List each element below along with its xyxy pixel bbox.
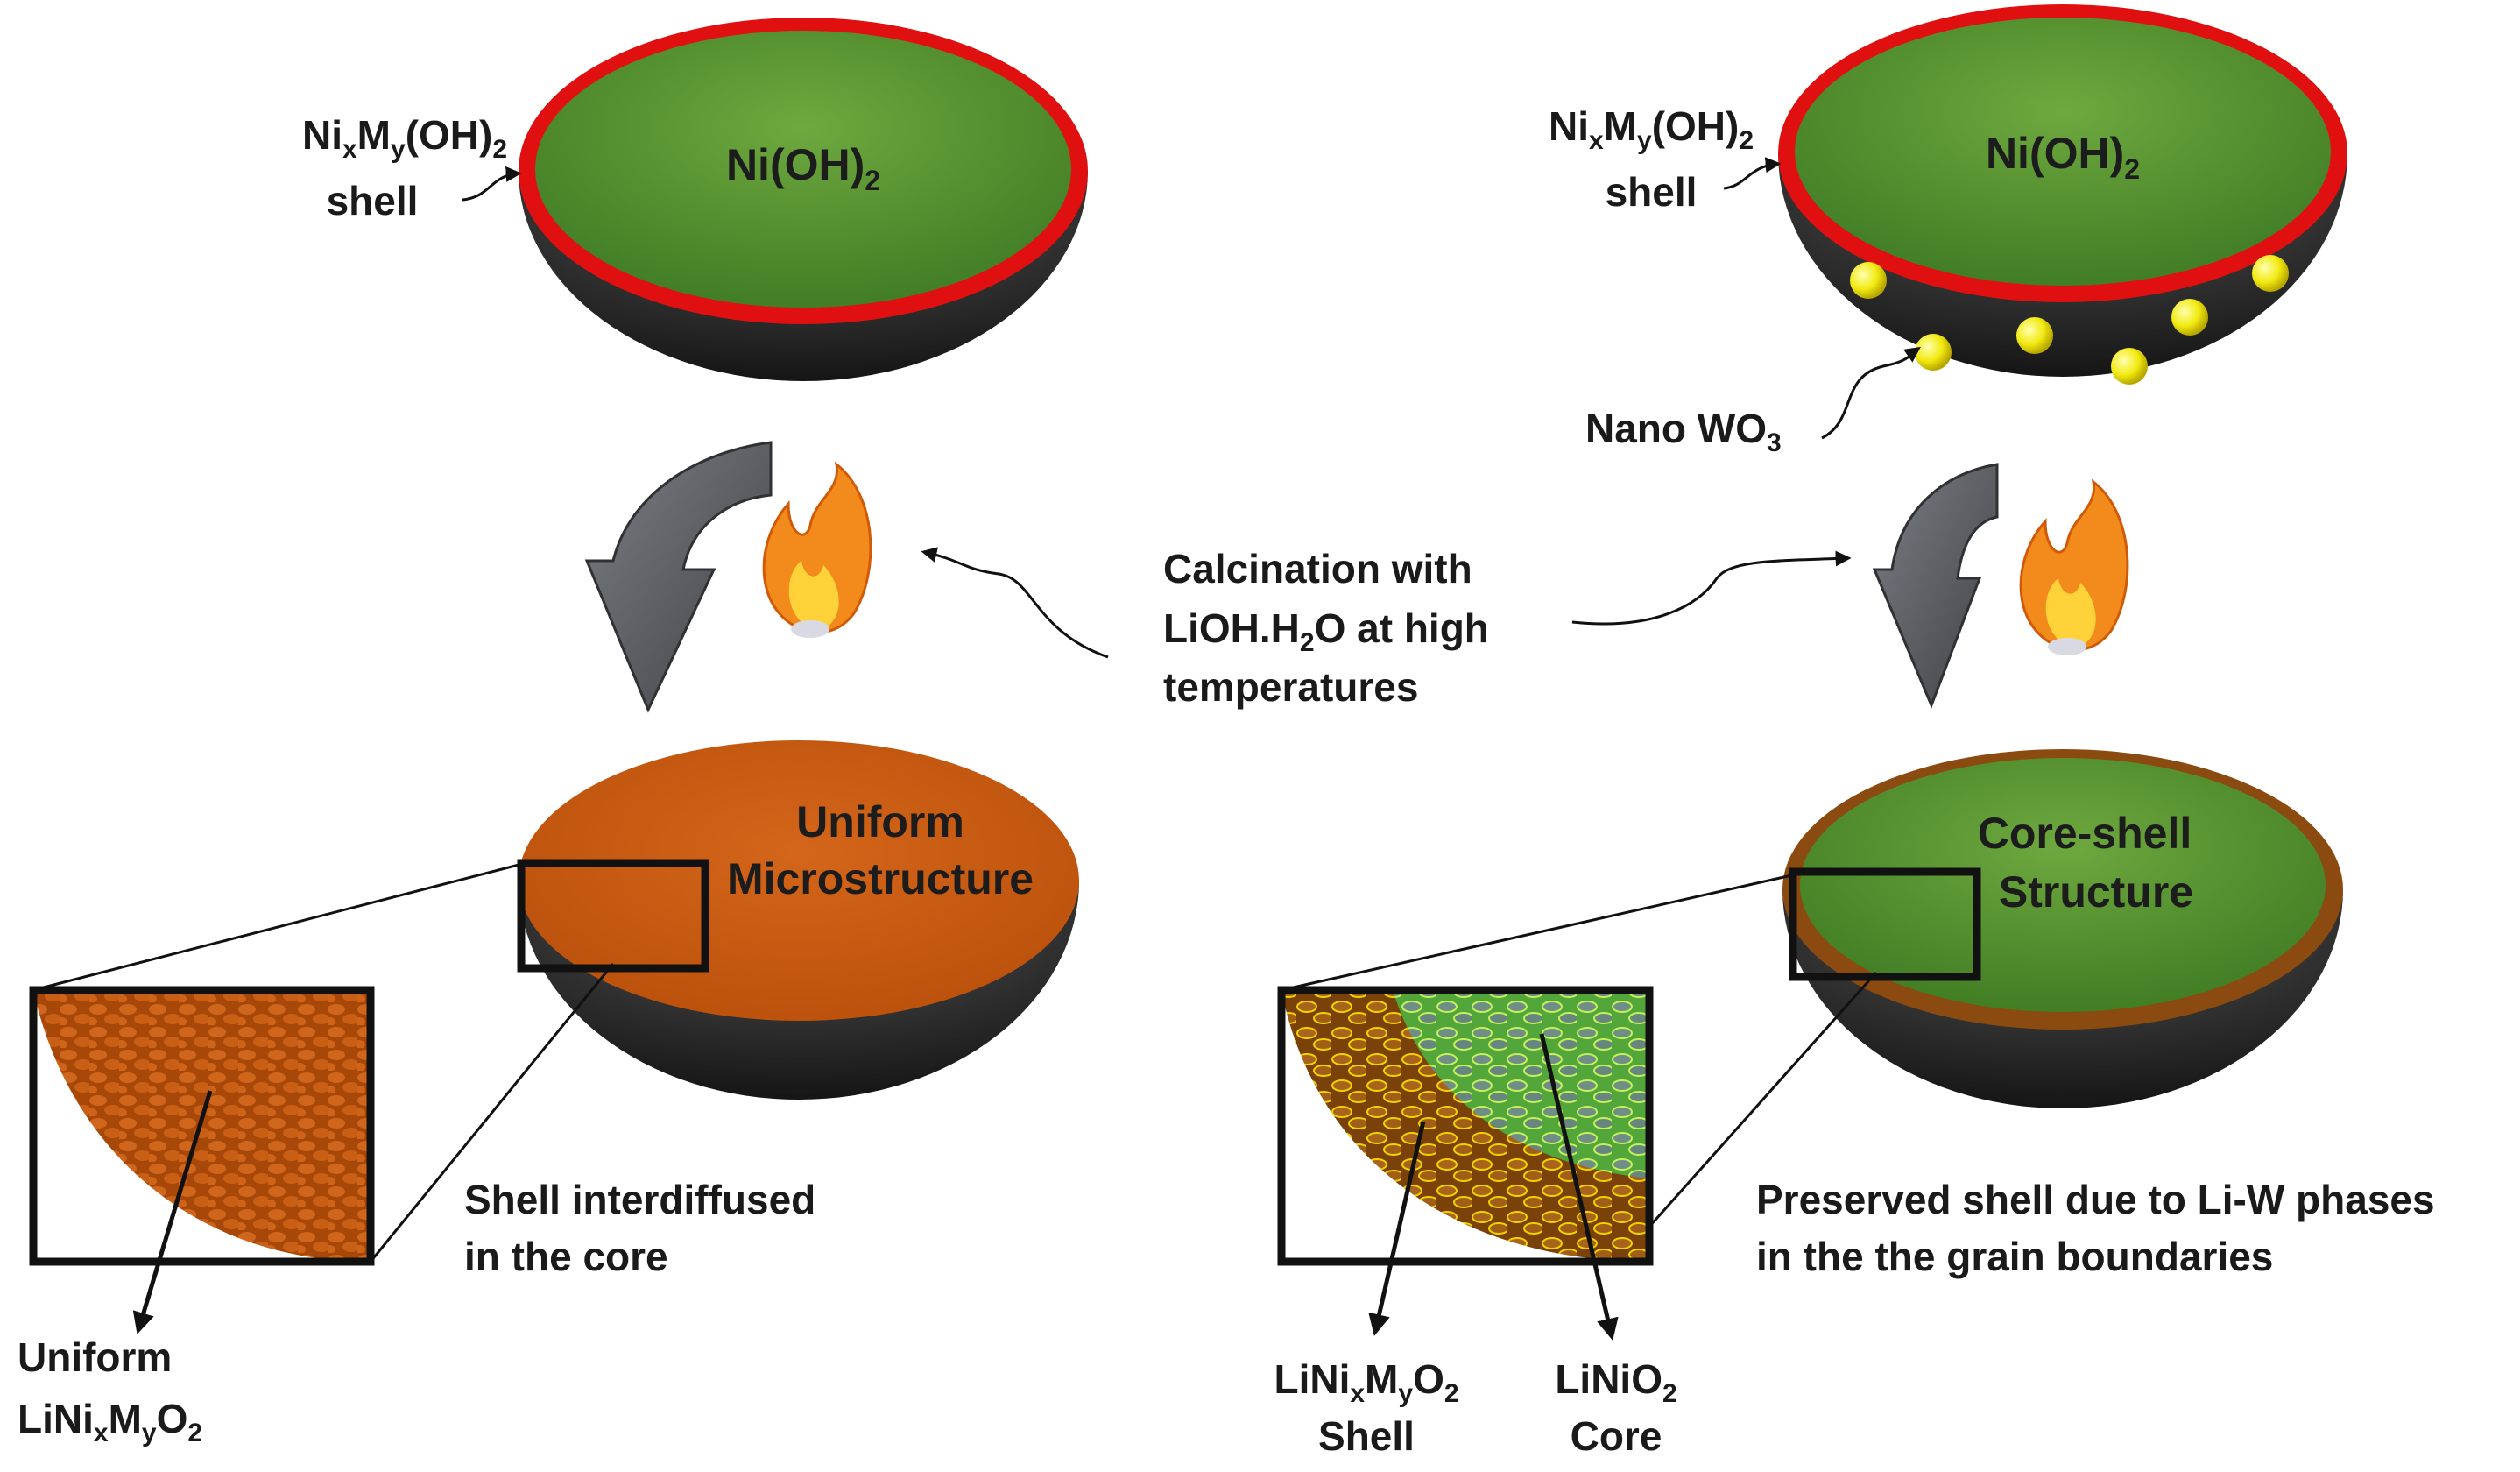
left-shell-pointer: [462, 166, 522, 202]
left-caption-line1: Shell interdiffused: [464, 1177, 815, 1222]
left-product-line1: Uniform: [18, 1334, 172, 1380]
left-flame-icon: [762, 461, 872, 638]
left-shell-word: shell: [327, 178, 419, 223]
left-inset-arrow: [132, 1090, 213, 1334]
left-product-bowl: [519, 740, 1079, 1100]
right-nano-pointer: [1821, 346, 1921, 440]
right-product-bowl: [1782, 749, 2343, 1108]
right-product-core-word: Core: [1571, 1413, 1662, 1459]
left-green-core: [535, 31, 1071, 308]
right-shell-pointer: [1723, 157, 1782, 190]
left-precursor-bowl: [519, 18, 1088, 381]
left-product-formula: LiNixMyO2: [18, 1396, 202, 1447]
right-green-core: [1795, 18, 2331, 286]
right-caption-line1: Preserved shell due to Li-W phases: [1756, 1177, 2435, 1222]
left-inset-frame: [29, 986, 375, 1266]
right-result-line2: Structure: [1999, 867, 2193, 916]
left-zoom-line-top: [32, 861, 526, 992]
right-inset-grains: [1281, 990, 1649, 1262]
right-shell-formula: NixMy(OH)2: [1549, 103, 1754, 155]
right-caption-line2: in the the grain boundaries: [1756, 1234, 2273, 1279]
left-result-line1: Uniform: [796, 797, 964, 846]
center-pointer-left: [921, 547, 1109, 659]
right-product-core-formula: LiNiO2: [1555, 1356, 1676, 1408]
right-core-label: Ni(OH)2: [1986, 129, 2140, 185]
left-zoom-line-bottom: [369, 963, 615, 1263]
left-process-arrow-icon: [584, 441, 773, 713]
right-inset-arrow-core: [1539, 1033, 1619, 1341]
left-caption-line2: in the core: [464, 1234, 668, 1279]
left-zoom-box: [517, 859, 709, 973]
right-green-surface: [1800, 758, 2326, 1012]
center-label-line1: Calcination with: [1163, 546, 1472, 591]
right-product-shell-formula: LiNixMyO2: [1274, 1356, 1458, 1408]
center-label-line3: temperatures: [1163, 664, 1418, 710]
left-result-line2: Microstructure: [727, 854, 1034, 903]
right-flame-icon: [2019, 478, 2129, 655]
center-pointer-right: [1571, 550, 1852, 626]
left-shell-formula: NixMy(OH)2: [302, 112, 507, 164]
right-wo3-particles: [1850, 255, 2289, 385]
right-product-shell-word: Shell: [1318, 1413, 1415, 1459]
left-orange-surface: [519, 740, 1079, 1021]
right-shell-word: shell: [1606, 169, 1698, 215]
right-zoom-line-top: [1281, 873, 1796, 992]
right-inset-arrow-shell: [1368, 1121, 1426, 1336]
right-result-line1: Core-shell: [1978, 809, 2192, 858]
center-label-line2: LiOH.H2O at high: [1163, 605, 1489, 657]
right-inset-frame: [1277, 986, 1654, 1266]
right-process-arrow-icon: [1872, 463, 1999, 710]
right-nano-label: Nano WO3: [1585, 406, 1782, 457]
left-core-label: Ni(OH)2: [726, 140, 880, 196]
right-zoom-line-bottom: [1648, 972, 1878, 1228]
right-precursor-bowl: [1778, 4, 2347, 377]
right-zoom-box: [1789, 867, 1981, 981]
